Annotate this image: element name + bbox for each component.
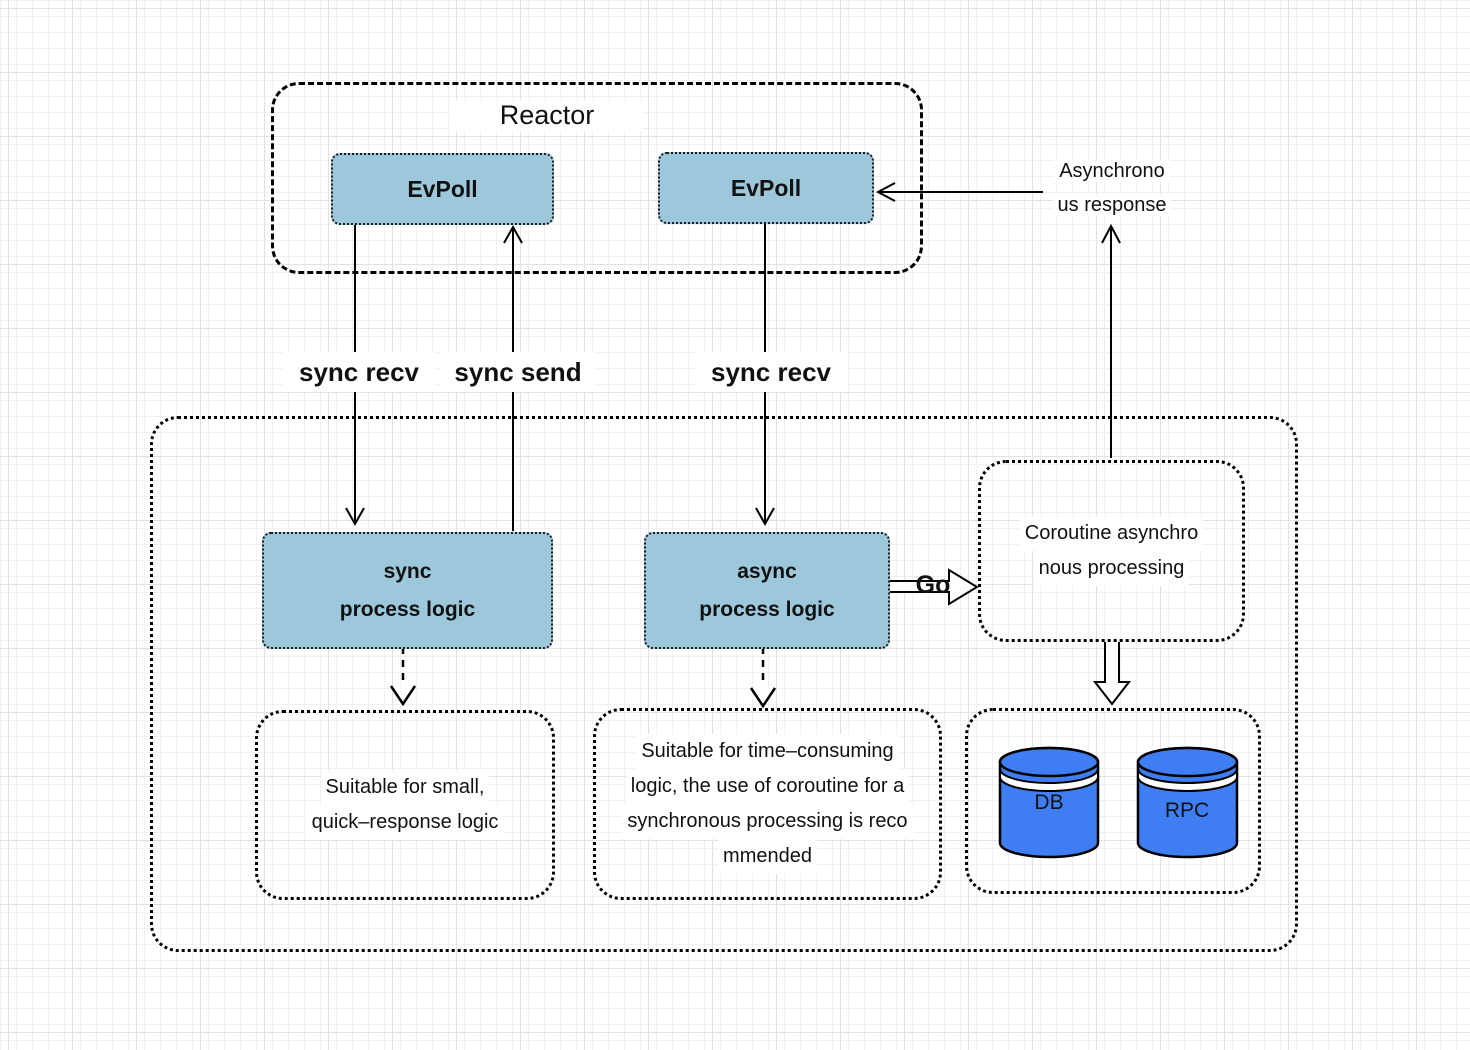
reactor-container [271,82,923,274]
sync-process-line1: sync [383,559,432,583]
rpc-label: RPC [1164,799,1210,822]
async-response-line2: us response [1052,194,1172,216]
coroutine-box: Coroutine asynchro nous processing [978,460,1245,642]
sync-process-line2: process logic [339,597,476,621]
time-logic-note-line1: Suitable for time–consuming [636,734,899,769]
coroutine-box-label-line2: nous processing [1033,551,1190,586]
small-logic-note-line2: quick–response logic [306,805,504,840]
async-response-to-evpoll-arrow [875,182,1043,202]
small-logic-note-line1: Suitable for small, [320,770,490,805]
async-process-box: async process logic [644,532,890,649]
async-process-line1: async [737,559,797,583]
coroutine-to-response-arrow [1101,223,1121,458]
worker-container [150,416,1298,952]
small-logic-note-box: Suitable for small, quick–response logic [255,710,555,900]
go-label: Go [915,571,951,599]
db-cylinder [998,746,1100,859]
coroutine-to-db-arrow [1092,642,1132,706]
evpoll-left-box: EvPoll [331,153,554,225]
async-response-line1: Asynchrono [1054,160,1170,182]
evpoll-right-label: EvPoll [730,174,802,201]
time-logic-note-line4: mmended [718,839,817,874]
reactor-title: Reactor [451,100,643,131]
time-logic-note-line3: synchronous processing is reco [622,804,913,839]
evpoll-left-label: EvPoll [407,175,478,202]
async-process-line2: process logic [699,597,835,621]
sync-recv-left-label: sync recv [283,352,435,392]
db-rpc-box [965,708,1261,894]
sync-process-box: sync process logic [262,532,553,649]
sync-recv-right-label: sync recv [695,352,847,392]
time-logic-note-box: Suitable for time–consuming logic, the u… [593,708,942,900]
evpoll-right-box: EvPoll [658,152,874,224]
rpc-cylinder [1136,746,1239,859]
async-response-label: Asynchrono us response [1032,154,1192,222]
time-logic-note-line2: logic, the use of coroutine for a [625,769,910,804]
go-arrow [884,568,979,606]
sync-send-label: sync send [441,352,595,392]
async-to-note-dashed-arrow [749,647,777,709]
sync-to-note-dashed-arrow [389,647,417,707]
db-label: DB [1034,791,1064,814]
coroutine-box-label-line1: Coroutine asynchro [1019,516,1204,551]
